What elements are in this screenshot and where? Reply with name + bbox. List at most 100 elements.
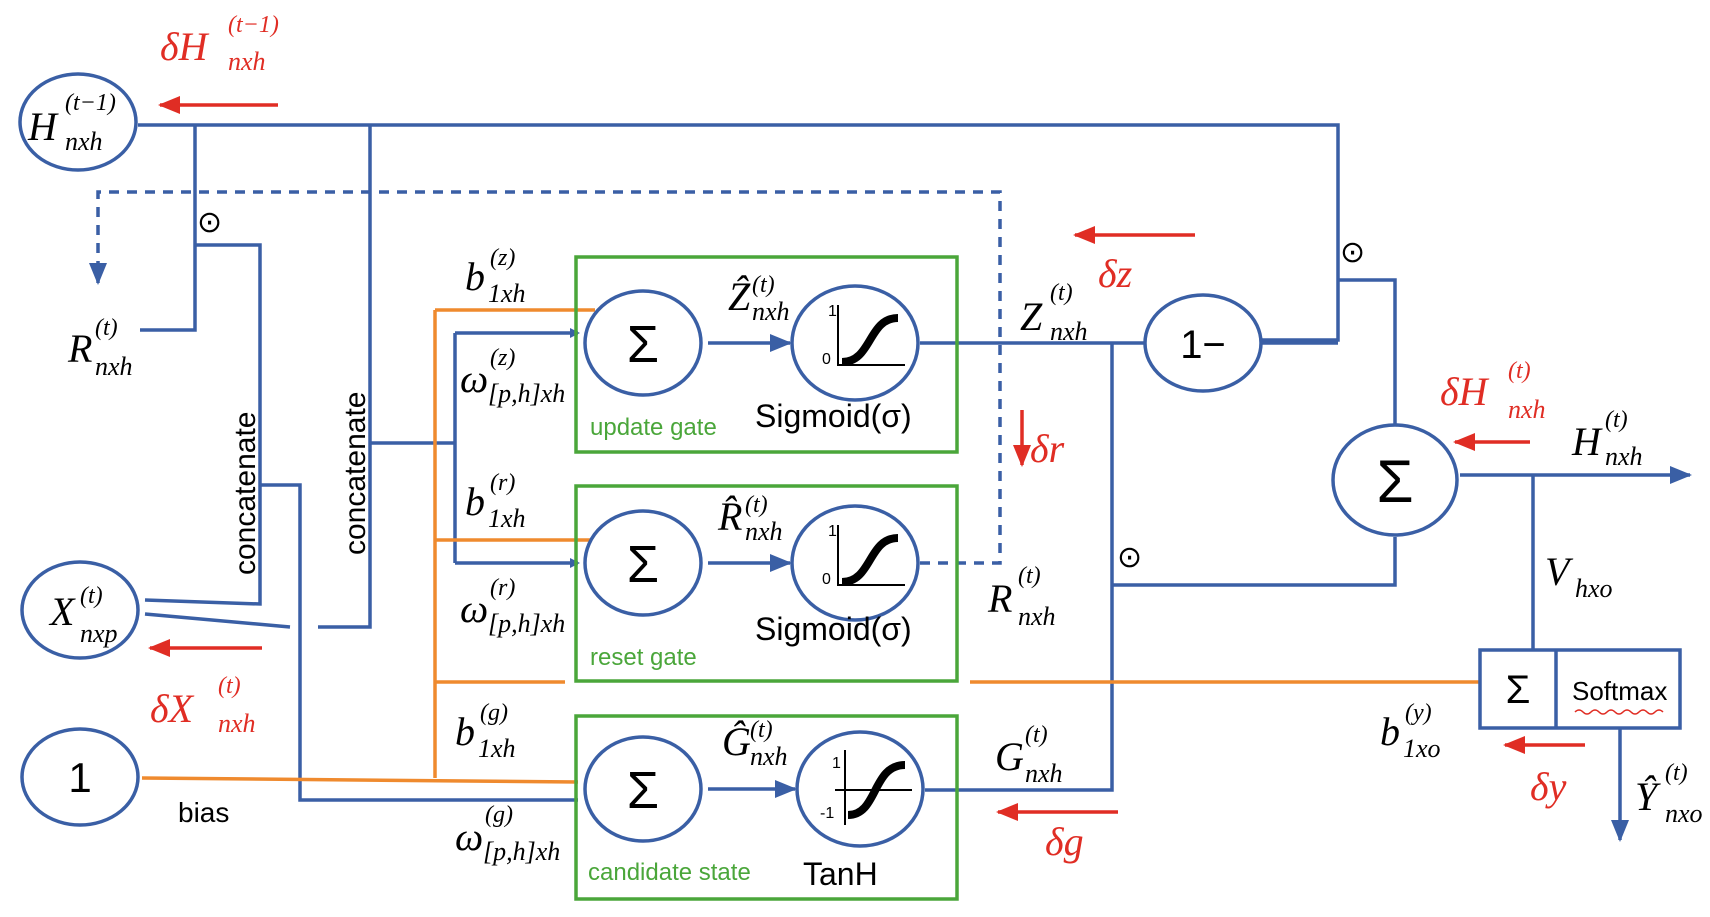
sum-symbol-output: Σ	[1376, 448, 1413, 515]
node-h-prev	[18, 72, 138, 172]
bias-caption: bias	[178, 797, 229, 828]
wr-sup: (r)	[490, 575, 515, 601]
dx-sup: (t)	[218, 673, 241, 699]
wg-sup: (g)	[485, 802, 513, 828]
weight-labels: b (z) 1xh ω (z) [p,h]xh b (r) 1xh ω (r) …	[455, 245, 1613, 866]
wire-hadamard-top	[1338, 278, 1397, 425]
wz-sub: [p,h]xh	[488, 379, 565, 408]
softmax-label: Softmax	[1572, 676, 1667, 706]
hadamard-1: ⊙	[197, 206, 222, 239]
g-main: G	[995, 734, 1024, 779]
bg-sub: 1xh	[478, 734, 516, 763]
sigmoid-label-r: Sigmoid(σ)	[755, 611, 912, 647]
zhat-sub: nxh	[752, 297, 790, 326]
br-sup: (r)	[490, 470, 515, 496]
sum-symbol-r: Σ	[627, 536, 659, 594]
r-left-sup: (t)	[95, 315, 118, 341]
sum-symbol-g: Σ	[627, 762, 659, 820]
bz-main: b	[465, 254, 485, 299]
spellcheck-squiggle	[1574, 709, 1664, 715]
update-gate-box	[574, 255, 959, 454]
zhat-sup: (t)	[752, 272, 775, 298]
dr-label: δr	[1030, 426, 1065, 471]
yhat-sup: (t)	[1665, 760, 1688, 786]
one-minus-value: 1−	[1180, 323, 1226, 367]
sigmoid-node-r	[790, 504, 920, 622]
softmax-sum-symbol: Σ	[1506, 668, 1531, 712]
x-sup: (t)	[80, 583, 103, 609]
sig-r-top: 1	[828, 523, 837, 540]
update-gate-label: update gate	[590, 414, 717, 441]
hadamard-3: ⊙	[1117, 541, 1142, 574]
wr-sub: [p,h]xh	[488, 609, 565, 638]
sum-node-output	[1331, 423, 1459, 537]
dh-prev-sup: (t−1)	[228, 12, 279, 38]
concatenate-label-2: concatenate	[339, 392, 372, 555]
candidate-state-box	[574, 714, 959, 901]
wire-rh-concat	[144, 243, 262, 606]
dy-label: δy	[1530, 764, 1567, 809]
r-sup: (t)	[1018, 563, 1041, 589]
wire-hadamard-bottom	[1112, 537, 1397, 587]
wire-h-prev-bus	[138, 123, 1340, 342]
v-main: V	[1545, 549, 1574, 594]
sigmoid-curve-z: 1 0	[822, 303, 905, 368]
softmax-box	[1478, 648, 1682, 730]
dz-label: δz	[1098, 251, 1133, 296]
ghat-sup: (t)	[750, 717, 773, 743]
dh-prev-main: δH	[160, 24, 210, 69]
r-left-main: R	[67, 326, 92, 371]
ghat-main: Ĝ	[722, 719, 751, 764]
r-left-sub: nxh	[95, 352, 133, 381]
wire-r-feedback-dashed	[89, 190, 1002, 565]
dx-sub: nxh	[218, 709, 256, 738]
sum-node-g	[583, 735, 703, 843]
bg-sup: (g)	[480, 700, 508, 726]
sig-z-bottom: 0	[822, 351, 831, 368]
sigmoid-curve-r: 1 0	[822, 523, 905, 588]
wg-sub: [p,h]xh	[483, 837, 560, 866]
h-sup: (t)	[1605, 407, 1628, 433]
bias-wires	[141, 308, 1480, 784]
tanh-bottom: -1	[820, 805, 834, 822]
g-sub: nxh	[1025, 759, 1063, 788]
tanh-top: 1	[832, 755, 841, 772]
zhat-main: Ẑ	[728, 274, 751, 319]
rhat-sub: nxh	[745, 517, 783, 546]
yhat-main: Ŷ	[1635, 774, 1661, 819]
z-sub: nxh	[1050, 317, 1088, 346]
dg-label: δg	[1045, 819, 1084, 864]
blue-wires	[89, 123, 1692, 842]
wz-main: ω	[460, 356, 488, 401]
r-sub: nxh	[1018, 602, 1056, 631]
sum-symbol-z: Σ	[627, 316, 659, 374]
sigmoid-node-z	[790, 284, 920, 402]
dh-main: δH	[1440, 369, 1490, 414]
wire-h-to-r	[140, 125, 197, 332]
sigmoid-label-z: Sigmoid(σ)	[755, 398, 912, 434]
x-main: X	[48, 589, 76, 634]
z-sup: (t)	[1050, 280, 1073, 306]
node-x	[20, 560, 140, 660]
sig-z-top: 1	[828, 303, 837, 320]
node-one-minus	[1143, 293, 1263, 393]
bias-value: 1	[68, 754, 91, 801]
wg-main: ω	[455, 814, 483, 859]
wire-bias-main	[141, 776, 579, 784]
sum-node-r	[583, 509, 703, 617]
bz-sub: 1xh	[488, 279, 526, 308]
wire-concat-g	[260, 483, 578, 802]
wire-x-concat	[144, 612, 291, 629]
wire-h-concat2	[318, 125, 372, 629]
signal-labels: Ẑ (t) nxh R̂ (t) nxh Ĝ (t) nxh Z (t) nxh…	[717, 272, 1703, 828]
by-sub: 1xo	[1403, 734, 1441, 763]
bz-sup: (z)	[490, 245, 515, 271]
reset-gate-box	[574, 484, 959, 683]
bg-main: b	[455, 709, 475, 754]
sig-r-bottom: 0	[822, 571, 831, 588]
sum-node-z	[583, 289, 703, 397]
dh-sub: nxh	[1508, 395, 1546, 424]
by-main: b	[1380, 709, 1400, 754]
